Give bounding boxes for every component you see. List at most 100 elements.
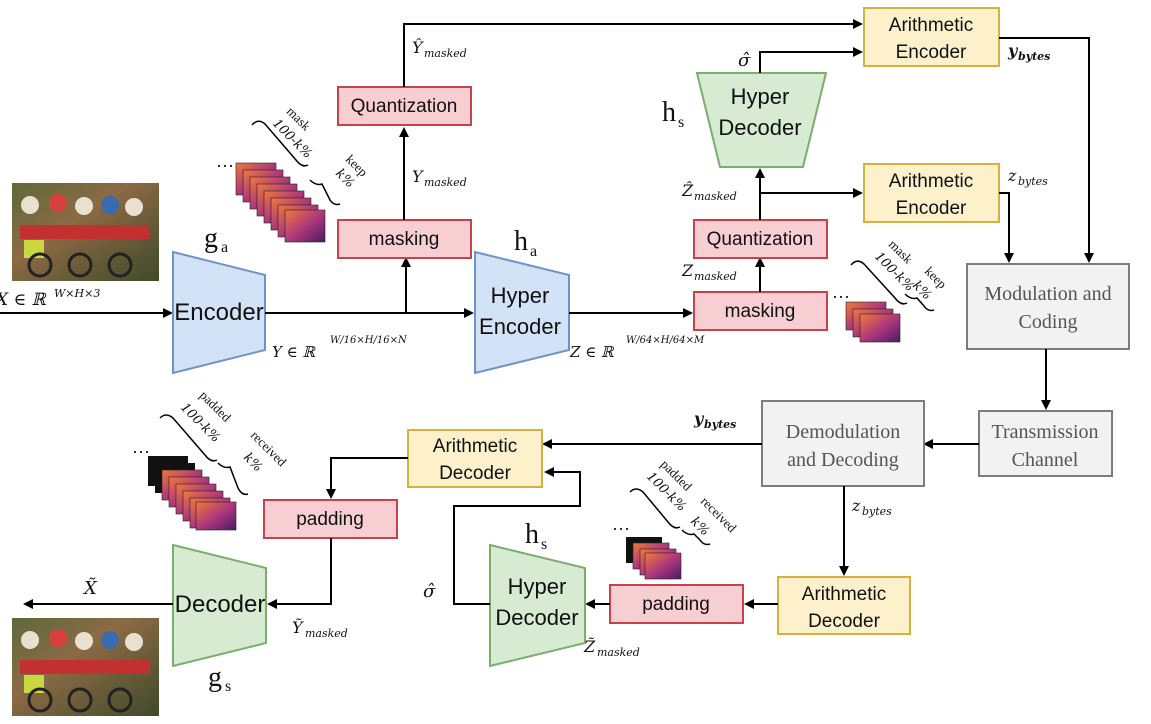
svg-text:Encoder: Encoder <box>479 314 561 339</box>
padding-y-to-decoder-arrow <box>267 538 332 609</box>
sigma-hat-top-label: σ̂ <box>738 50 751 71</box>
svg-text:z: z <box>1007 166 1017 185</box>
y-bytes-bottom-label: y bytes <box>693 409 736 431</box>
hyper-encoder-block: Hyper Encoder <box>474 250 570 375</box>
svg-text:padding: padding <box>642 594 710 615</box>
svg-text:masked: masked <box>694 270 737 283</box>
z-bytes-top-label: z bytes <box>1007 166 1048 188</box>
arith-decoder-y-block: Arithmetic Decoder <box>407 429 543 488</box>
z-latent-label: Z ∈ ℝ W/64×H/64×M <box>569 335 705 361</box>
svg-text:s: s <box>541 536 547 553</box>
svg-text:σ̂: σ̂ <box>738 50 751 71</box>
hyperdec-to-arith-enc-arrow <box>759 47 863 73</box>
gs-label: g s <box>208 662 231 695</box>
y-bytes-top-label: y bytes <box>1007 41 1050 63</box>
svg-text:Encoder: Encoder <box>896 42 967 63</box>
svg-text:Decoder: Decoder <box>495 605 578 630</box>
svg-text:g: g <box>204 223 218 254</box>
svg-text:and Decoding: and Decoding <box>787 449 899 471</box>
svg-text:Decoder: Decoder <box>718 115 801 140</box>
decoder-block: Decoder <box>172 543 267 668</box>
svg-text:W/16×H/16×N: W/16×H/16×N <box>330 335 408 346</box>
hs-bottom-label: h s <box>525 519 547 553</box>
arith-enc-y-to-mod-arrow <box>999 37 1094 263</box>
svg-text:Z ∈ ℝ: Z ∈ ℝ <box>569 343 615 361</box>
z-bytes-bottom-label: z bytes <box>851 496 892 518</box>
svg-text:masked: masked <box>424 176 467 189</box>
hyper-decoder-bottom-block: Hyper Decoder <box>489 543 586 668</box>
svg-text:Ẑ: Ẑ <box>681 180 694 200</box>
svg-text:Arithmetic: Arithmetic <box>433 436 517 457</box>
svg-text:Decoder: Decoder <box>175 591 266 618</box>
svg-text:masking: masking <box>369 229 440 250</box>
svg-text:Ŷ: Ŷ <box>412 37 424 57</box>
svg-text:y: y <box>1007 41 1019 60</box>
svg-text:X ∈ ℝ: X ∈ ℝ <box>0 290 47 310</box>
svg-text:Demodulation: Demodulation <box>786 421 900 443</box>
svg-text:h: h <box>525 519 539 550</box>
ga-label: g a <box>204 223 228 256</box>
svg-text:bytes: bytes <box>1018 50 1050 63</box>
arith-encoder-z-block: Arithmetic Encoder <box>863 163 1000 223</box>
svg-text:k%: k% <box>240 450 265 475</box>
input-image <box>12 183 159 281</box>
svg-text:y: y <box>693 409 705 428</box>
svg-text:Ỹ: Ỹ <box>292 617 304 637</box>
svg-text:Coding: Coding <box>1019 311 1078 333</box>
arith-decoder-z-block: Arithmetic Decoder <box>777 576 911 635</box>
svg-text:Decoder: Decoder <box>808 611 880 632</box>
svg-text:bytes: bytes <box>1018 175 1048 188</box>
svg-text:Hyper: Hyper <box>491 283 550 308</box>
y-latent-label: Y ∈ ℝ W/16×H/16×N <box>272 335 408 361</box>
svg-text:masking: masking <box>725 301 796 322</box>
svg-text:…: … <box>216 151 234 171</box>
x-tilde-label: X̃ <box>82 577 98 599</box>
feature-map-stack-z-padding: … padded 100-k% received k% <box>612 457 740 580</box>
modulation-coding-block: Modulation and Coding <box>966 263 1130 350</box>
svg-text:bytes: bytes <box>862 505 892 518</box>
y-tilde-masked-label: Ỹ masked <box>292 617 348 640</box>
arith-enc-z-to-mod-arrow <box>999 192 1014 263</box>
ha-label: h a <box>514 226 537 260</box>
hyperdec-to-arith-dec-y-arrow <box>453 467 581 605</box>
svg-text:masked: masked <box>305 627 348 640</box>
svg-text:a: a <box>530 243 537 260</box>
svg-text:masked: masked <box>424 47 467 60</box>
hyper-decoder-top-block: Hyper Decoder <box>695 72 828 168</box>
svg-text:masked: masked <box>597 646 640 659</box>
svg-text:h: h <box>514 226 528 257</box>
svg-text:Hyper: Hyper <box>508 574 567 599</box>
svg-text:W×H×3: W×H×3 <box>54 287 100 300</box>
svg-text:s: s <box>678 114 684 131</box>
svg-text:bytes: bytes <box>704 418 736 431</box>
padding-z-block: padding <box>609 584 744 624</box>
svg-text:Arithmetic: Arithmetic <box>802 584 886 605</box>
svg-text:X̃: X̃ <box>82 577 98 599</box>
quantization-y-block: Quantization <box>337 86 472 126</box>
transmission-channel-block: Transmission Channel <box>978 410 1113 477</box>
svg-text:Quantization: Quantization <box>707 229 814 250</box>
svg-text:h: h <box>662 97 676 128</box>
svg-text:Z: Z <box>681 261 694 280</box>
svg-text:Decoder: Decoder <box>439 463 511 484</box>
quant-y-to-arith-enc-arrow <box>403 19 863 87</box>
svg-text:Modulation and: Modulation and <box>984 283 1111 305</box>
feature-map-stack-z: … mask 100-k% keep k% <box>832 237 950 343</box>
svg-text:g: g <box>208 662 222 693</box>
svg-text:Arithmetic: Arithmetic <box>889 15 973 36</box>
arith-dec-y-to-padding-arrow <box>326 457 408 499</box>
svg-text:…: … <box>132 437 150 457</box>
svg-text:masked: masked <box>694 190 737 203</box>
z-hat-masked-label: Ẑ masked <box>681 180 737 203</box>
svg-text:Channel: Channel <box>1012 449 1079 471</box>
svg-text:padding: padding <box>296 509 364 530</box>
svg-text:W/64×H/64×M: W/64×H/64×M <box>626 335 705 346</box>
svg-text:Encoder: Encoder <box>896 198 967 219</box>
z-tilde-masked-label: Z̃ masked <box>583 637 640 659</box>
y-hat-masked-label: Ŷ masked <box>412 37 467 60</box>
quantization-z-block: Quantization <box>693 219 828 259</box>
masking-z-block: masking <box>693 291 828 331</box>
svg-text:…: … <box>832 282 850 302</box>
svg-text:…: … <box>612 514 630 534</box>
